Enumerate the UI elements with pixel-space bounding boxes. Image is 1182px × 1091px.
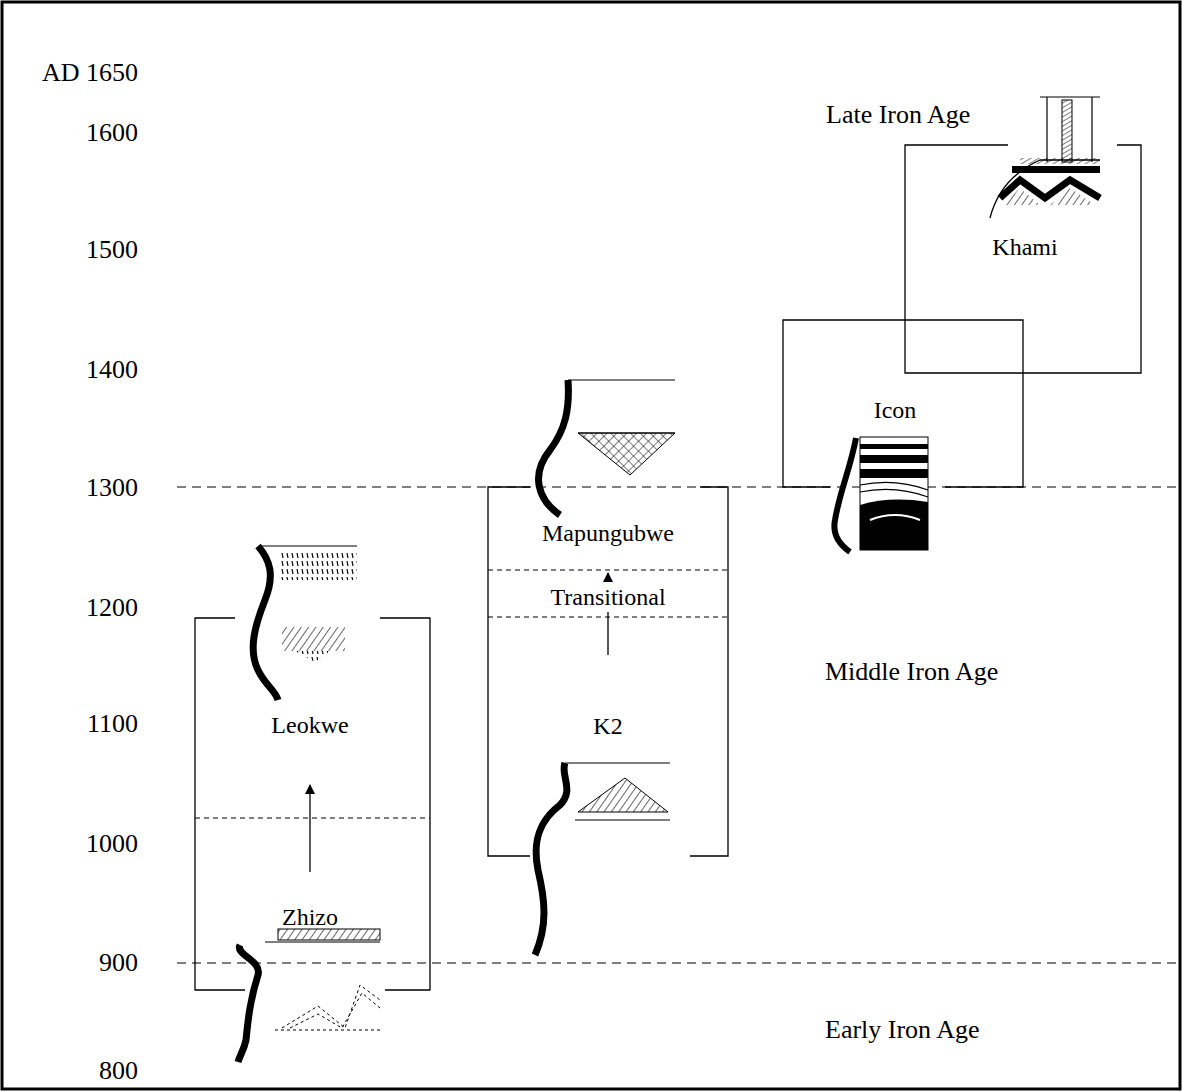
period-label-box: Zhizo bbox=[250, 872, 370, 932]
ceramic-facies-name: Transitional bbox=[547, 582, 668, 612]
period-label: Early Iron Age bbox=[825, 1015, 980, 1045]
ceramic-facies-name: Icon bbox=[874, 395, 917, 425]
year-axis-label: 1600 bbox=[86, 118, 138, 148]
year-axis-label: 1000 bbox=[86, 829, 138, 859]
ceramic-facies-name: Zhizo bbox=[282, 902, 338, 932]
year-axis-label: 1100 bbox=[87, 709, 138, 739]
year-axis-label: 900 bbox=[99, 948, 138, 978]
year-axis-label: AD 1650 bbox=[42, 58, 138, 88]
year-axis-label: 1300 bbox=[86, 473, 138, 503]
year-axis-label: 1400 bbox=[86, 355, 138, 385]
period-label-box: Mapungubwe bbox=[528, 518, 688, 573]
ceramic-facies-name: Khami bbox=[992, 232, 1057, 262]
year-axis-label: 800 bbox=[99, 1056, 138, 1086]
ceramic-facies-name: Mapungubwe bbox=[542, 518, 674, 548]
period-label-box: Leokwe bbox=[250, 710, 370, 785]
ceramic-facies-name: Leokwe bbox=[271, 710, 348, 740]
ceramic-facies-name: K2 bbox=[593, 711, 622, 741]
period-label-box: Khami bbox=[970, 232, 1080, 262]
period-label-box: Icon bbox=[840, 395, 950, 425]
sequence-arrow bbox=[309, 785, 310, 872]
period-label: Late Iron Age bbox=[826, 100, 970, 130]
period-label: Middle Iron Age bbox=[825, 657, 998, 687]
period-label-box: K2 bbox=[568, 655, 648, 741]
year-axis-label: 1200 bbox=[86, 593, 138, 623]
period-label-box: Transitional bbox=[528, 582, 688, 612]
year-axis-label: 1500 bbox=[86, 235, 138, 265]
